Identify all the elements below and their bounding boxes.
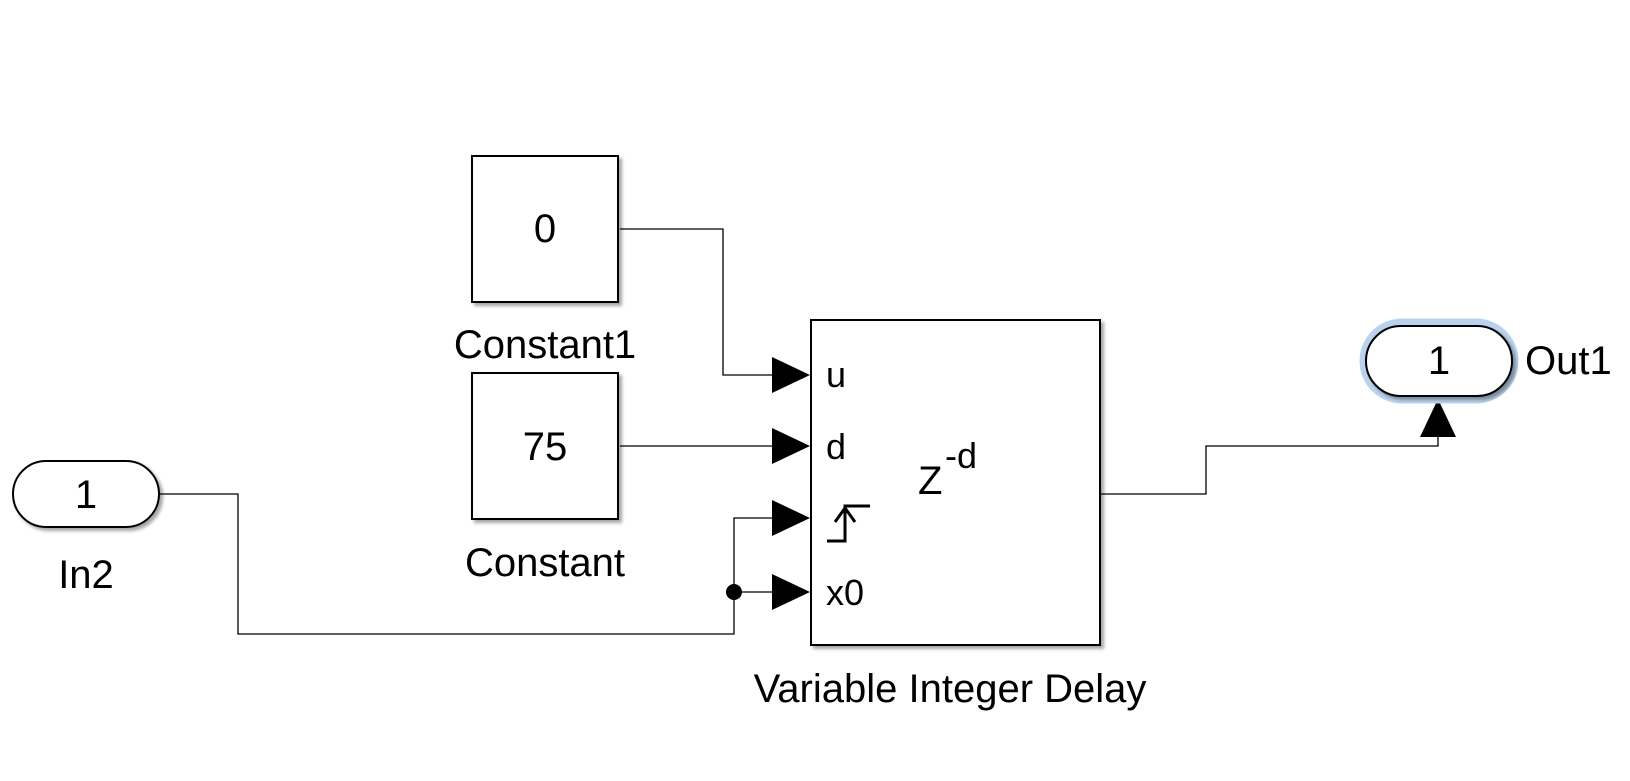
wire-in2-to-x0[interactable] [160, 493, 790, 635]
wire-branch-to-reset[interactable] [733, 517, 790, 592]
in2-block[interactable]: 1 In2 [12, 460, 160, 597]
delay-symbol-exponent: -d [945, 435, 977, 476]
arrow-reset [772, 500, 810, 536]
variable-integer-delay-block[interactable]: u d x0 Z -d Variable Integer Delay [754, 319, 1147, 711]
in2-port-shape[interactable] [12, 460, 160, 528]
constant1-label: Constant1 [454, 323, 636, 367]
port-label-u: u [826, 354, 846, 395]
arrowheads [772, 357, 1456, 610]
arrow-u [772, 357, 810, 393]
constant1-block[interactable]: 0 Constant1 [454, 155, 636, 367]
out1-selection-highlight [1359, 318, 1519, 404]
constant1-value: 0 [534, 207, 556, 251]
out1-label: Out1 [1525, 339, 1612, 383]
signal-lines [160, 228, 1439, 635]
arrow-d [772, 428, 810, 464]
reset-rising-edge-icon [827, 504, 870, 543]
port-label-x0: x0 [826, 572, 864, 613]
wire-constant1-to-u[interactable] [620, 228, 790, 376]
constant-value: 75 [523, 425, 568, 469]
in2-port-number: 1 [75, 473, 97, 517]
arrow-x0 [772, 574, 810, 610]
out1-block[interactable]: 1 Out1 [1359, 318, 1612, 404]
wire-delay-to-out1[interactable] [1100, 424, 1439, 495]
arrow-out1 [1420, 399, 1456, 437]
port-label-d: d [826, 426, 846, 467]
out1-port-number: 1 [1428, 339, 1450, 383]
delay-symbol-base: Z [918, 459, 942, 503]
constant1-box[interactable] [471, 155, 619, 303]
constant-label: Constant [465, 541, 625, 585]
branch-point [726, 584, 742, 600]
delay-label: Variable Integer Delay [754, 667, 1147, 711]
out1-port-shape[interactable] [1365, 325, 1513, 397]
constant-block[interactable]: 75 Constant [465, 372, 625, 585]
constant-box[interactable] [471, 372, 619, 520]
in2-label: In2 [58, 553, 114, 597]
delay-box[interactable] [810, 319, 1101, 646]
